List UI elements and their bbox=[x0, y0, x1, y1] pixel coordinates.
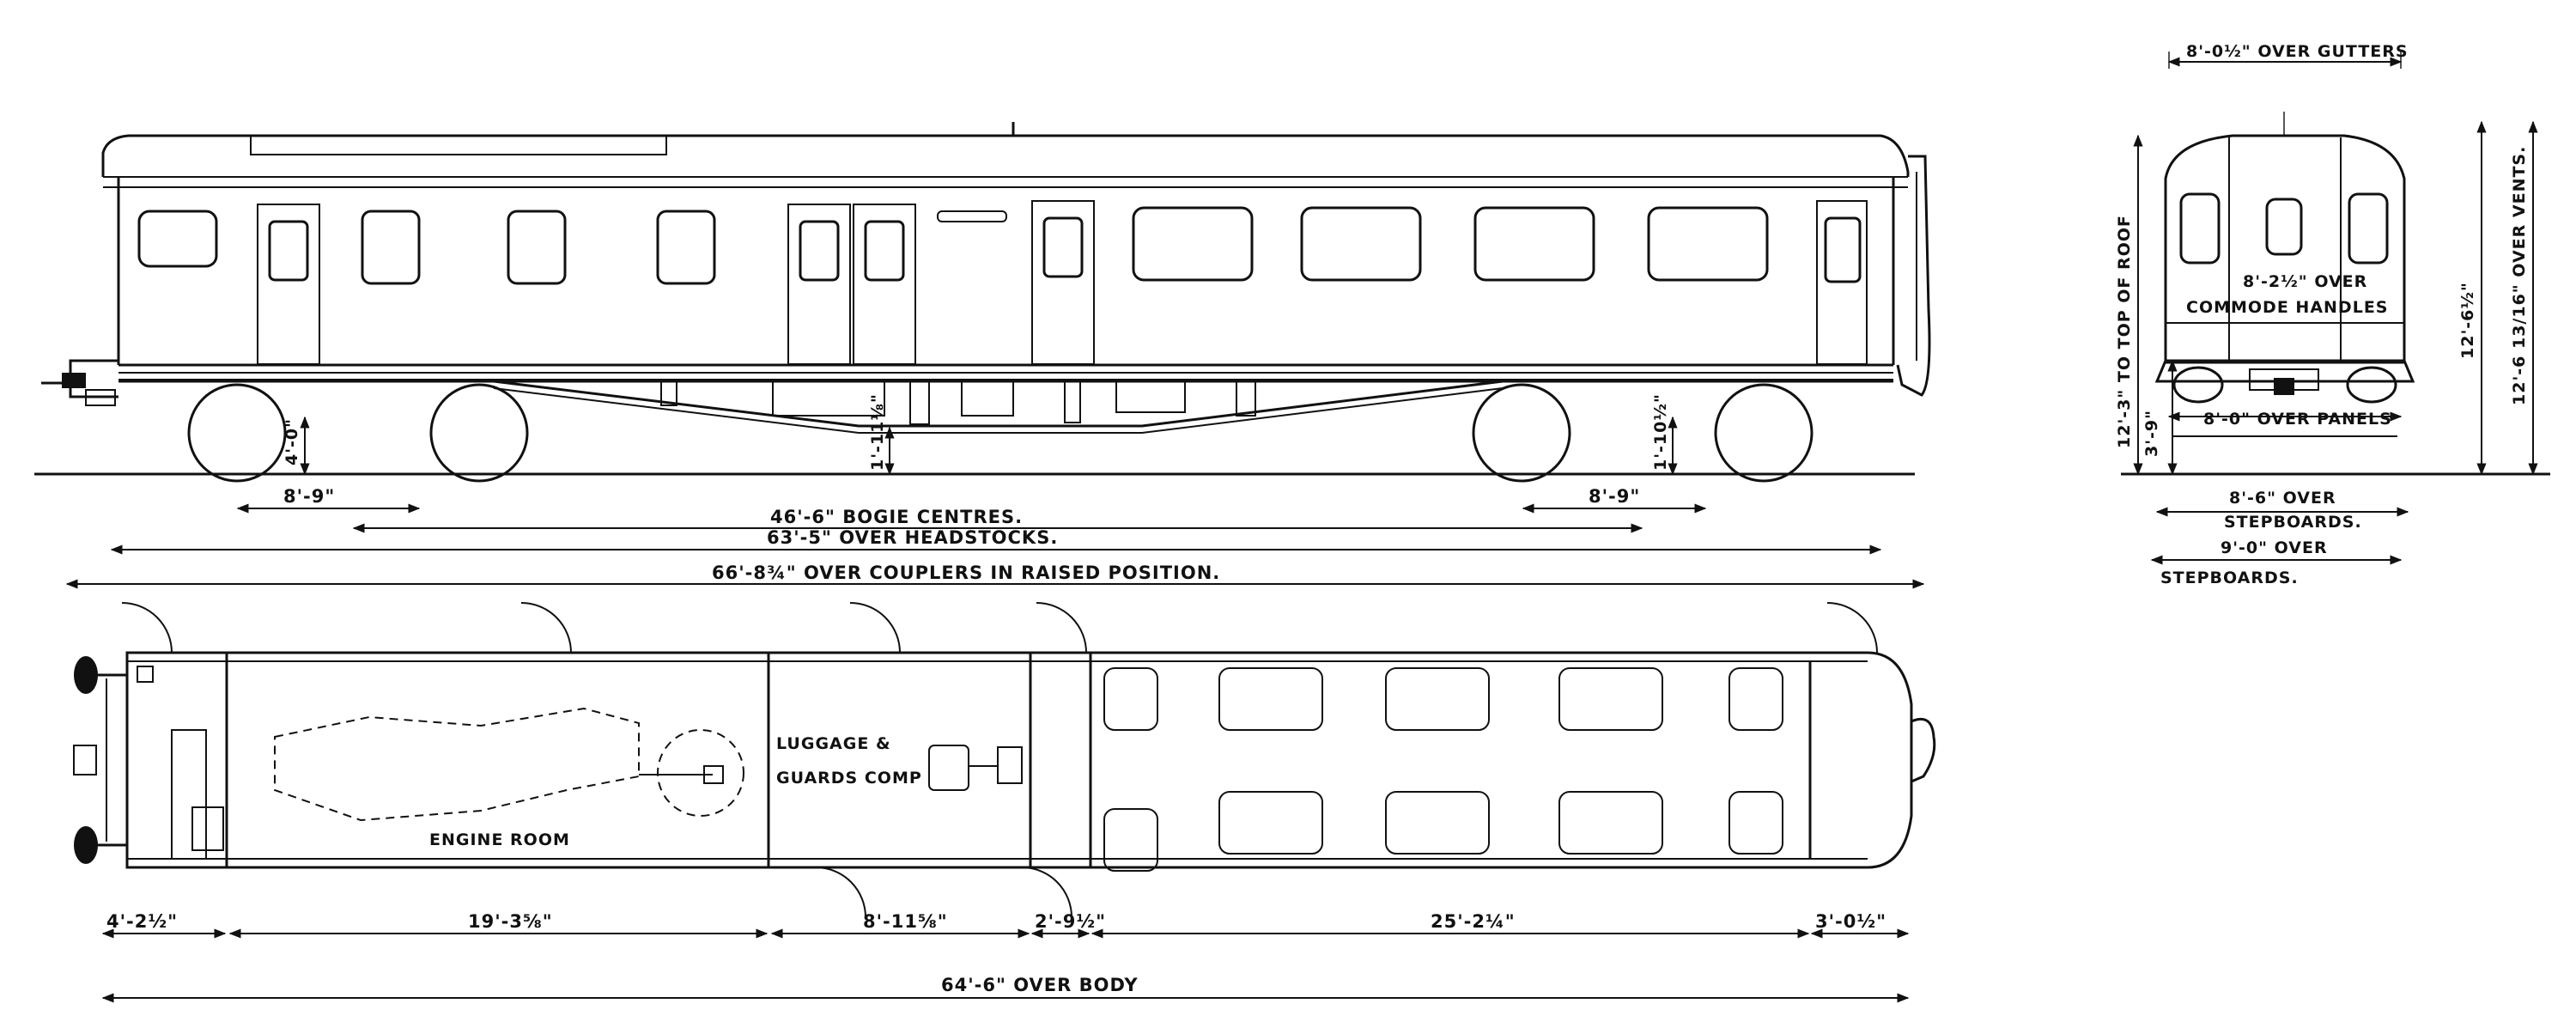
room-luggage-1: LUGGAGE & bbox=[776, 734, 891, 753]
plan-view bbox=[73, 602, 1936, 918]
dim-wheel-dia-right: 1'-10½" bbox=[1651, 393, 1670, 471]
dim-top-of-roof: 12'-3" TO TOP OF ROOF bbox=[2115, 215, 2134, 448]
dim-plan-4: 2'-9½" bbox=[1035, 911, 1106, 932]
dim-over-stepboards-2a: 9'-0" OVER bbox=[2221, 538, 2328, 557]
underframe-equipment bbox=[660, 380, 1256, 425]
dim-plan-3: 8'-11⅝" bbox=[863, 911, 948, 932]
room-luggage-2: GUARDS COMP bbox=[776, 769, 922, 788]
labels: 8'-9" 8'-9" 46'-6" BOGIE CENTRES. 63'-5"… bbox=[106, 42, 2529, 995]
dim-body-height: 12'-6½" bbox=[2458, 282, 2477, 359]
dim-bogie-centres: 46'-6" BOGIE CENTRES. bbox=[770, 507, 1023, 527]
dim-plan-1: 4'-2½" bbox=[106, 911, 178, 932]
dim-over-vents: 12'-6 13/16" OVER VENTS. bbox=[2510, 146, 2529, 405]
room-engine-room: ENGINE ROOM bbox=[429, 830, 570, 849]
dim-plan-5: 25'-2¼" bbox=[1431, 911, 1516, 932]
dim-over-commode: 8'-2½" OVER bbox=[2243, 272, 2367, 291]
dim-bogie-wheelbase-right: 8'-9" bbox=[1589, 486, 1640, 507]
dim-bogie-wheelbase-left: 8'-9" bbox=[283, 486, 335, 507]
dim-over-stepboards-1b: STEPBOARDS. bbox=[2224, 513, 2362, 532]
dim-over-headstocks: 63'-5" OVER HEADSTOCKS. bbox=[767, 527, 1058, 548]
wheels bbox=[187, 383, 1814, 483]
dim-commode-handles: COMMODE HANDLES bbox=[2186, 298, 2388, 317]
dim-over-stepboards-1a: 8'-6" OVER bbox=[2229, 489, 2336, 508]
side-doors bbox=[257, 200, 1868, 365]
dim-over-body: 64'-6" OVER BODY bbox=[941, 975, 1139, 995]
side-elevation bbox=[34, 122, 1931, 483]
dim-floor-height: 3'-9" bbox=[2142, 410, 2161, 457]
side-windows bbox=[137, 206, 1769, 285]
dim-over-gutters: 8'-0½" OVER GUTTERS bbox=[2186, 42, 2409, 61]
passenger-seats bbox=[1103, 667, 1783, 872]
dim-mid-drop: 1'-11⅛" bbox=[868, 393, 887, 471]
dim-plan-2: 19'-3⅝" bbox=[468, 911, 553, 932]
dim-over-couplers: 66'-8¾" OVER COUPLERS IN RAISED POSITION… bbox=[712, 563, 1220, 583]
dim-wheel-dia-left: 4'-0" bbox=[283, 418, 301, 465]
dim-over-panels: 8'-0" OVER PANELS bbox=[2203, 410, 2392, 429]
dimension-lines bbox=[65, 57, 2538, 1003]
dim-plan-6: 3'-0½" bbox=[1815, 911, 1886, 932]
dim-over-stepboards-2b: STEPBOARDS. bbox=[2160, 569, 2299, 587]
